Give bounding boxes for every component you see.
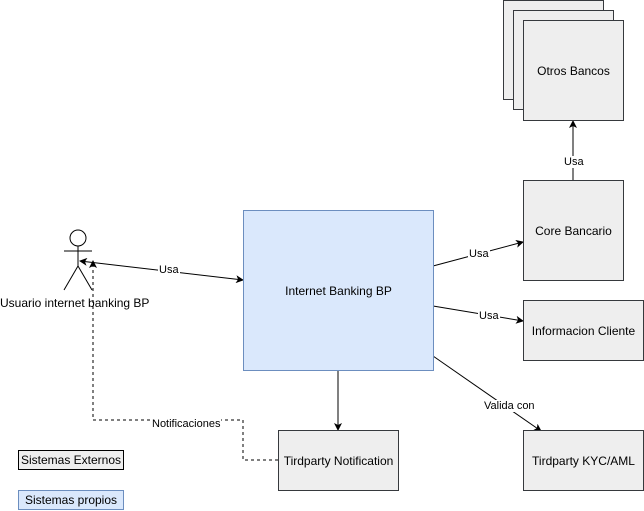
node-otros-bancos[interactable]: Otros Bancos — [523, 20, 624, 121]
node-otros-bancos-label: Otros Bancos — [537, 63, 610, 78]
edge-label-ib-kyc: Valida con — [483, 400, 536, 412]
node-informacion-cliente[interactable]: Informacion Cliente — [523, 300, 644, 361]
legend-sistemas-externos: Sistemas Externos — [18, 450, 124, 470]
edge-ib-kyc — [432, 355, 542, 432]
edge-label-core-otros: Usa — [563, 156, 585, 168]
node-core-bancario-label: Core Bancario — [535, 223, 612, 238]
legend-sistemas-propios: Sistemas propios — [18, 490, 124, 510]
actor-name: Usuario internet banking BP — [0, 296, 150, 310]
node-informacion-cliente-label: Informacion Cliente — [531, 323, 636, 338]
node-internet-banking[interactable]: Internet Banking BP — [243, 210, 434, 371]
edge-label-usuario-ib: Usa — [158, 264, 180, 276]
edge-label-ib-core: Usa — [468, 248, 490, 260]
node-tirdparty-kyc[interactable]: Tirdparty KYC/AML — [523, 430, 644, 491]
node-internet-banking-label: Internet Banking BP — [285, 283, 392, 298]
edge-notification-usuario — [89, 260, 278, 461]
legend-sistemas-propios-label: Sistemas propios — [24, 493, 118, 507]
edge-label-notificaciones: Notificaciones — [151, 418, 222, 430]
edge-label-ib-info: Usa — [478, 310, 500, 322]
node-tirdparty-kyc-label: Tirdparty KYC/AML — [532, 453, 635, 468]
node-core-bancario[interactable]: Core Bancario — [523, 180, 624, 281]
node-tirdparty-notification-label: Tirdparty Notification — [283, 453, 394, 468]
legend-sistemas-externos-label: Sistemas Externos — [20, 453, 122, 467]
node-tirdparty-notification[interactable]: Tirdparty Notification — [278, 430, 399, 491]
actor-icon — [63, 229, 93, 291]
